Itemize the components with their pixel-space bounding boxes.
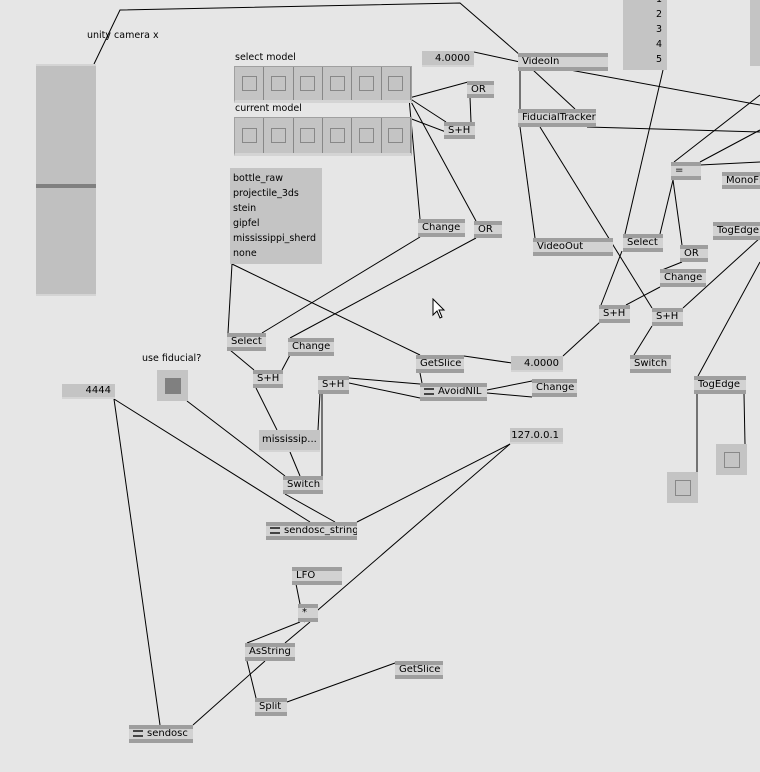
toggle-button[interactable] [716, 444, 747, 475]
radio-cell[interactable] [352, 67, 382, 100]
radio-cell[interactable] [352, 118, 382, 153]
lfo-node[interactable]: LFO [292, 567, 342, 585]
or-node[interactable]: OR [680, 245, 708, 262]
select-model-radio-bank[interactable] [234, 66, 412, 103]
radio-cell[interactable] [294, 67, 323, 100]
mouse-cursor-icon [432, 298, 446, 319]
spread-iobox[interactable]: 1 2 3 4 5 [623, 0, 667, 70]
list-item[interactable]: gipfel [233, 218, 260, 229]
sample-hold-node[interactable]: S+H [599, 305, 630, 323]
asstring-node[interactable]: AsString [245, 643, 295, 661]
slider-handle[interactable] [36, 184, 96, 188]
menu-icon [270, 526, 280, 534]
port-iobox[interactable]: 4444 [62, 384, 115, 399]
sample-hold-node[interactable]: S+H [444, 122, 475, 139]
videoin-node[interactable]: VideoIn [518, 53, 608, 71]
toggle-button[interactable] [667, 472, 698, 503]
menu-icon [133, 729, 143, 737]
fiducialtracker-node[interactable]: FiducialTracker [518, 109, 596, 127]
list-item[interactable]: none [233, 248, 257, 259]
select-node[interactable]: Select [623, 234, 663, 252]
spread-value: 2 [655, 9, 662, 20]
radio-cell[interactable] [294, 118, 323, 153]
camera-slider[interactable] [36, 64, 96, 296]
change-node[interactable]: Change [418, 219, 465, 237]
change-node[interactable]: Change [532, 379, 577, 397]
togedge-node[interactable]: TogEdge [713, 222, 760, 240]
spread-value: 4 [655, 39, 662, 50]
list-item[interactable]: projectile_3ds [233, 188, 299, 199]
radio-cell[interactable] [323, 67, 353, 100]
radio-cell[interactable] [382, 67, 411, 100]
radio-cell[interactable] [235, 118, 265, 153]
unity-camera-label: unity camera x [87, 30, 159, 41]
radio-cell[interactable] [323, 118, 353, 153]
switch-node[interactable]: Switch [630, 355, 671, 373]
ip-iobox[interactable]: 127.0.0.1 [510, 428, 563, 444]
speed-iobox-2[interactable]: 4.0000 [511, 356, 563, 372]
list-item[interactable]: stein [233, 203, 257, 214]
videoout-node[interactable]: VideoOut [533, 238, 613, 256]
spread-iobox-right[interactable] [750, 0, 760, 66]
monoflop-node[interactable]: MonoFl [722, 172, 760, 189]
spread-value: 5 [655, 54, 662, 65]
sendosc-node[interactable]: sendosc [129, 725, 193, 743]
use-fiducial-toggle[interactable] [157, 370, 188, 401]
getslice-node[interactable]: GetSlice [395, 661, 443, 679]
radio-cell[interactable] [264, 67, 294, 100]
getslice-node[interactable]: GetSlice [416, 355, 464, 373]
sample-hold-node[interactable]: S+H [318, 376, 349, 394]
switch-node[interactable]: Switch [283, 476, 323, 494]
multiply-node[interactable]: * [298, 604, 318, 622]
menu-icon [424, 387, 434, 395]
list-item[interactable]: mississippi_sherd [233, 233, 317, 244]
node-label: sendosc_string [284, 525, 357, 536]
radio-cell[interactable] [235, 67, 265, 100]
change-node[interactable]: Change [660, 269, 706, 287]
change-node[interactable]: Change [288, 338, 334, 356]
spread-value: 3 [655, 24, 662, 35]
togedge-node[interactable]: TogEdge [694, 376, 746, 394]
node-label: sendosc [147, 728, 188, 739]
sample-hold-node[interactable]: S+H [253, 370, 283, 388]
current-model-label: current model [235, 103, 302, 114]
list-item[interactable]: bottle_raw [233, 173, 284, 184]
or-node[interactable]: OR [474, 221, 502, 238]
select-model-label: select model [235, 52, 296, 63]
sample-hold-node[interactable]: S+H [652, 308, 683, 326]
use-fiducial-label: use fiducial? [142, 353, 202, 364]
select-node[interactable]: Select [227, 333, 266, 351]
avoidnil-node[interactable]: AvoidNIL [420, 383, 487, 401]
node-label: AvoidNIL [438, 386, 482, 397]
split-node[interactable]: Split [255, 698, 287, 716]
equals-node[interactable]: = [671, 162, 701, 180]
model-name-iobox[interactable]: mississip... [259, 430, 320, 452]
sendosc-string-node[interactable]: sendosc_string [266, 522, 357, 540]
radio-cell[interactable] [264, 118, 294, 153]
or-node[interactable]: OR [467, 81, 494, 98]
current-model-radio-bank[interactable] [234, 117, 412, 156]
speed-iobox[interactable]: 4.0000 [422, 51, 474, 67]
spread-value: 1 [623, 0, 662, 7]
radio-cell[interactable] [382, 118, 411, 153]
